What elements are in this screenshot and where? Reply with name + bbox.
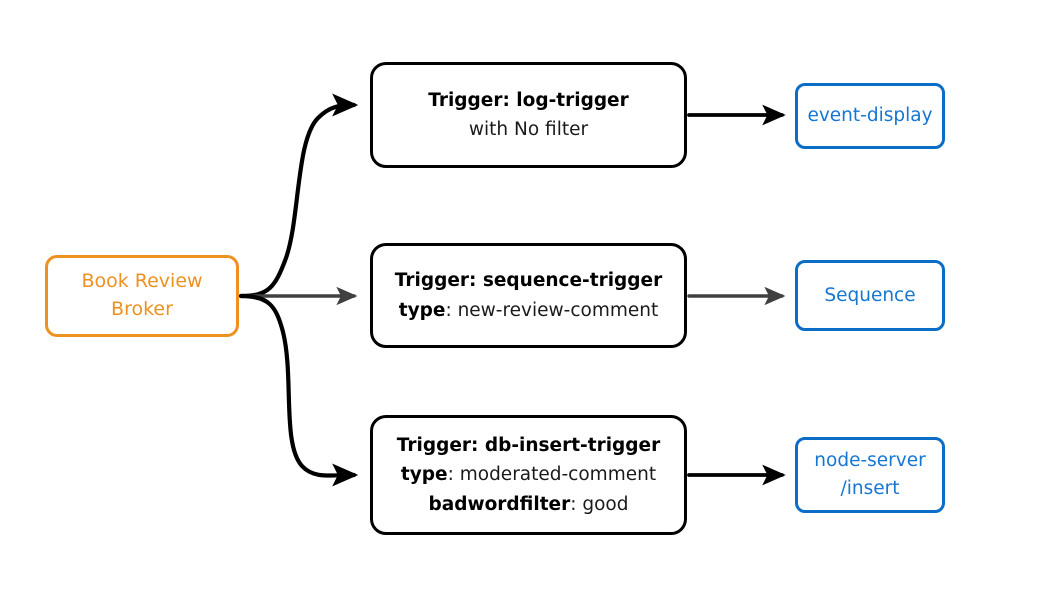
- node-trigger-db-insert-trigger[interactable]: Trigger: db-insert-trigger type: moderat…: [370, 415, 687, 535]
- trigger-db-detail-filter-key: badwordfilter: [428, 493, 571, 515]
- trigger-db-detail-type-key: type: [400, 464, 448, 486]
- node-trigger-sequence-trigger[interactable]: Trigger: sequence-trigger type: new-revi…: [370, 243, 687, 348]
- sink-sequence-label: Sequence: [824, 284, 916, 306]
- sink-event-display-label: event-display: [807, 105, 933, 127]
- sink-node-server-label-line2: /insert: [840, 478, 900, 499]
- broker-label-line1: Book Review: [81, 270, 203, 293]
- trigger-db-detail-filter-value: : good: [570, 493, 629, 515]
- node-sink-node-server-insert[interactable]: node-server /insert: [795, 437, 945, 513]
- trigger-log-detail-value: with No filter: [468, 119, 589, 140]
- trigger-sequence-detail-key: type: [398, 299, 446, 321]
- trigger-log-detail: with No filter: [469, 115, 588, 144]
- edge-broker-to-log-trigger: [238, 93, 359, 299]
- trigger-sequence-detail: type: new-review-comment: [399, 296, 658, 325]
- node-trigger-log-trigger[interactable]: Trigger: log-trigger with No filter: [370, 62, 687, 168]
- trigger-sequence-detail-value: : new-review-comment: [445, 299, 659, 321]
- trigger-db-detail-type-value: : moderated-comment: [447, 464, 657, 486]
- node-book-review-broker[interactable]: Book Review Broker: [45, 255, 239, 337]
- trigger-db-title: Trigger: db-insert-trigger: [396, 435, 661, 457]
- trigger-db-detail-type: type: moderated-comment: [401, 460, 656, 489]
- trigger-sequence-title: Trigger: sequence-trigger: [394, 270, 663, 292]
- trigger-log-title: Trigger: log-trigger: [428, 89, 629, 111]
- sink-node-server-label-line1: node-server: [814, 450, 926, 472]
- node-sink-sequence[interactable]: Sequence: [795, 260, 945, 331]
- node-sink-event-display[interactable]: event-display: [795, 83, 945, 149]
- broker-label-line2: Broker: [111, 298, 173, 320]
- trigger-db-detail-filter: badwordfilter: good: [429, 490, 629, 519]
- edge-broker-to-db-insert-trigger: [238, 293, 359, 487]
